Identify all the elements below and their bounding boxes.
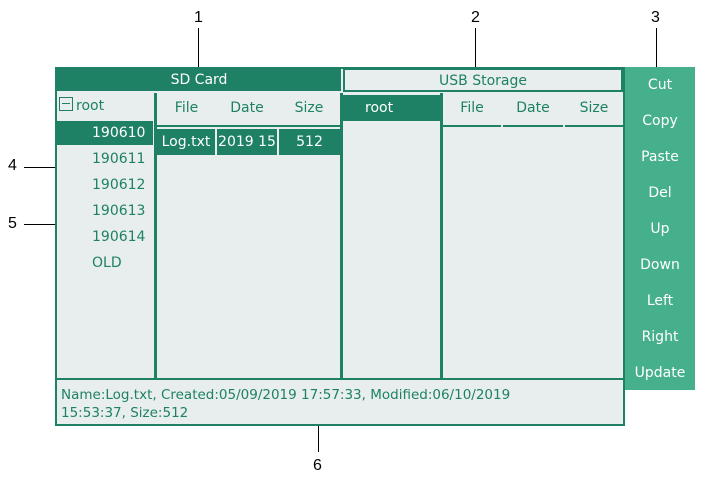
- folder-item[interactable]: 190613: [92, 203, 146, 219]
- delete-button[interactable]: Del: [648, 185, 672, 201]
- sd-tree-root-label: root: [76, 98, 105, 114]
- usb-col-file[interactable]: File: [443, 93, 501, 127]
- cut-button[interactable]: Cut: [647, 77, 673, 93]
- sd-tree-root[interactable]: root: [59, 95, 104, 117]
- sd-folder-tree: root 190610 190611 190612 190613 190614 …: [57, 93, 157, 378]
- callout-3: 3: [651, 9, 660, 26]
- folder-item[interactable]: 190612: [92, 177, 146, 193]
- callout-line-6: [318, 412, 319, 452]
- folder-item[interactable]: 190610: [57, 121, 153, 145]
- action-button-column: Cut Copy Paste Del Up Down Left Right Up…: [625, 67, 695, 390]
- callout-4: 4: [8, 157, 17, 174]
- sd-col-file[interactable]: File: [157, 93, 216, 127]
- sd-file-list: File Date Size Log.txt 2019 15 512: [157, 93, 343, 378]
- sd-col-size[interactable]: Size: [278, 93, 340, 127]
- up-button[interactable]: Up: [650, 221, 670, 237]
- paste-button[interactable]: Paste: [641, 149, 679, 165]
- folder-item[interactable]: OLD: [92, 255, 122, 271]
- file-manager-screen: SD Card USB Storage root 190610 190611 1…: [55, 67, 625, 426]
- update-button[interactable]: Update: [634, 365, 686, 381]
- file-info-bar: Name:Log.txt, Created:05/09/2019 17:57:3…: [57, 378, 623, 424]
- callout-line-4: [24, 167, 65, 168]
- sd-file-date[interactable]: 2019 15: [217, 129, 277, 155]
- usb-file-list: File Date Size: [443, 93, 623, 378]
- sd-col-date[interactable]: Date: [216, 93, 278, 127]
- usb-tree-root[interactable]: root: [343, 95, 440, 121]
- callout-line-1: [198, 28, 199, 67]
- usb-col-size[interactable]: Size: [565, 93, 623, 127]
- callout-2: 2: [471, 9, 480, 26]
- folder-item[interactable]: 190611: [92, 151, 146, 167]
- sd-card-header[interactable]: SD Card: [57, 69, 341, 91]
- left-button[interactable]: Left: [646, 293, 674, 309]
- usb-storage-header[interactable]: USB Storage: [343, 68, 623, 92]
- usb-folder-tree: root: [343, 93, 443, 378]
- callout-6: 6: [313, 457, 322, 474]
- sd-file-size[interactable]: 512: [279, 129, 340, 155]
- folder-item[interactable]: 190614: [92, 229, 146, 245]
- file-info-line-2: 15:53:37, Size:512: [61, 405, 189, 421]
- callout-line-2: [475, 28, 476, 67]
- down-button[interactable]: Down: [640, 257, 680, 273]
- right-button[interactable]: Right: [641, 329, 679, 345]
- callout-line-3: [656, 28, 657, 67]
- callout-1: 1: [194, 9, 203, 26]
- usb-col-date[interactable]: Date: [503, 93, 563, 127]
- collapse-icon[interactable]: [59, 97, 73, 111]
- copy-button[interactable]: Copy: [642, 113, 678, 129]
- sd-file-name[interactable]: Log.txt: [157, 129, 215, 155]
- file-info-line-1: Name:Log.txt, Created:05/09/2019 17:57:3…: [61, 387, 511, 403]
- callout-5: 5: [8, 215, 17, 232]
